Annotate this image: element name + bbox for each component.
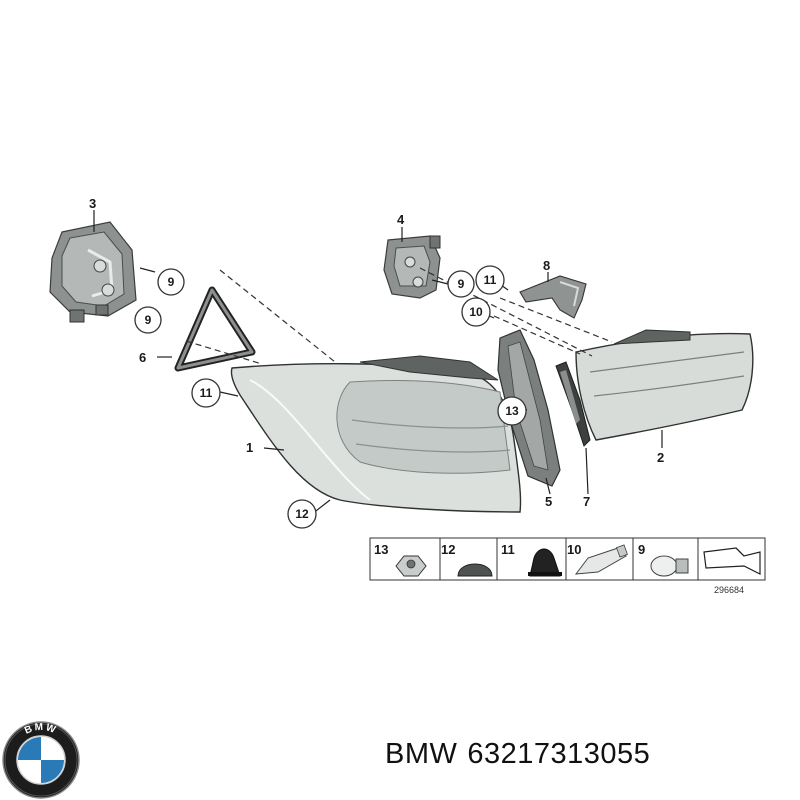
part-6-gasket	[174, 286, 256, 372]
legend-label-11: 11	[501, 542, 515, 557]
part-number-caption: BMW 63217313055	[385, 738, 790, 778]
callout-7: 7	[583, 494, 590, 509]
legend: 13 12 11 10 9	[369, 537, 766, 595]
part-4-bulb-socket	[383, 235, 441, 299]
legend-label-12: 12	[441, 542, 455, 557]
legend-label-10: 10	[567, 542, 581, 557]
callout-1: 1	[246, 440, 253, 455]
callout-2: 2	[657, 450, 664, 465]
callout-4: 4	[397, 212, 405, 227]
nut-icon	[395, 555, 427, 577]
part-5-mounting-bracket	[497, 329, 561, 487]
callout-9-a: 9	[157, 268, 185, 296]
grommet-icon	[528, 548, 562, 577]
svg-text:11: 11	[200, 386, 213, 400]
callout-10: 10	[461, 297, 491, 327]
svg-text:9: 9	[168, 275, 175, 289]
part-number: 63217313055	[467, 738, 651, 770]
part-3-bulb-carrier	[49, 221, 137, 323]
bayonet-bulb-icon	[650, 555, 689, 577]
svg-text:10: 10	[469, 305, 483, 319]
brand-label: BMW	[385, 738, 458, 770]
bmw-logo: BMW	[2, 721, 80, 799]
direction-arrow-icon	[703, 547, 761, 575]
callout-5: 5	[545, 494, 552, 509]
legend-label-13: 13	[374, 542, 388, 557]
callout-8: 8	[543, 258, 550, 273]
callout-9-b: 9	[134, 306, 162, 334]
part-1-outer-tail-lamp	[230, 355, 522, 513]
svg-text:13: 13	[505, 404, 519, 418]
svg-text:11: 11	[484, 273, 497, 287]
part-7-seal-strip	[555, 361, 591, 447]
callout-6: 6	[139, 350, 146, 365]
svg-text:12: 12	[295, 507, 309, 521]
callouts: 3 4 8 6 1 2 5 7 9 9 9 10 11 11	[89, 196, 664, 529]
legend-label-9: 9	[638, 542, 645, 557]
svg-text:9: 9	[458, 277, 465, 291]
callout-3: 3	[89, 196, 96, 211]
svg-text:BMW: BMW	[23, 722, 59, 737]
callout-13: 13	[497, 396, 527, 426]
callout-9-c: 9	[447, 270, 475, 298]
svg-text:9: 9	[145, 313, 152, 327]
part-2-inner-tail-lamp	[575, 329, 754, 441]
wedge-bulb-icon	[574, 544, 628, 575]
callout-11-a: 11	[475, 265, 505, 295]
part-8-bracket	[519, 275, 587, 319]
reference-number: 296684	[714, 585, 744, 595]
callout-11-b: 11	[191, 378, 221, 408]
cap-icon	[457, 563, 493, 577]
callout-12: 12	[287, 499, 317, 529]
